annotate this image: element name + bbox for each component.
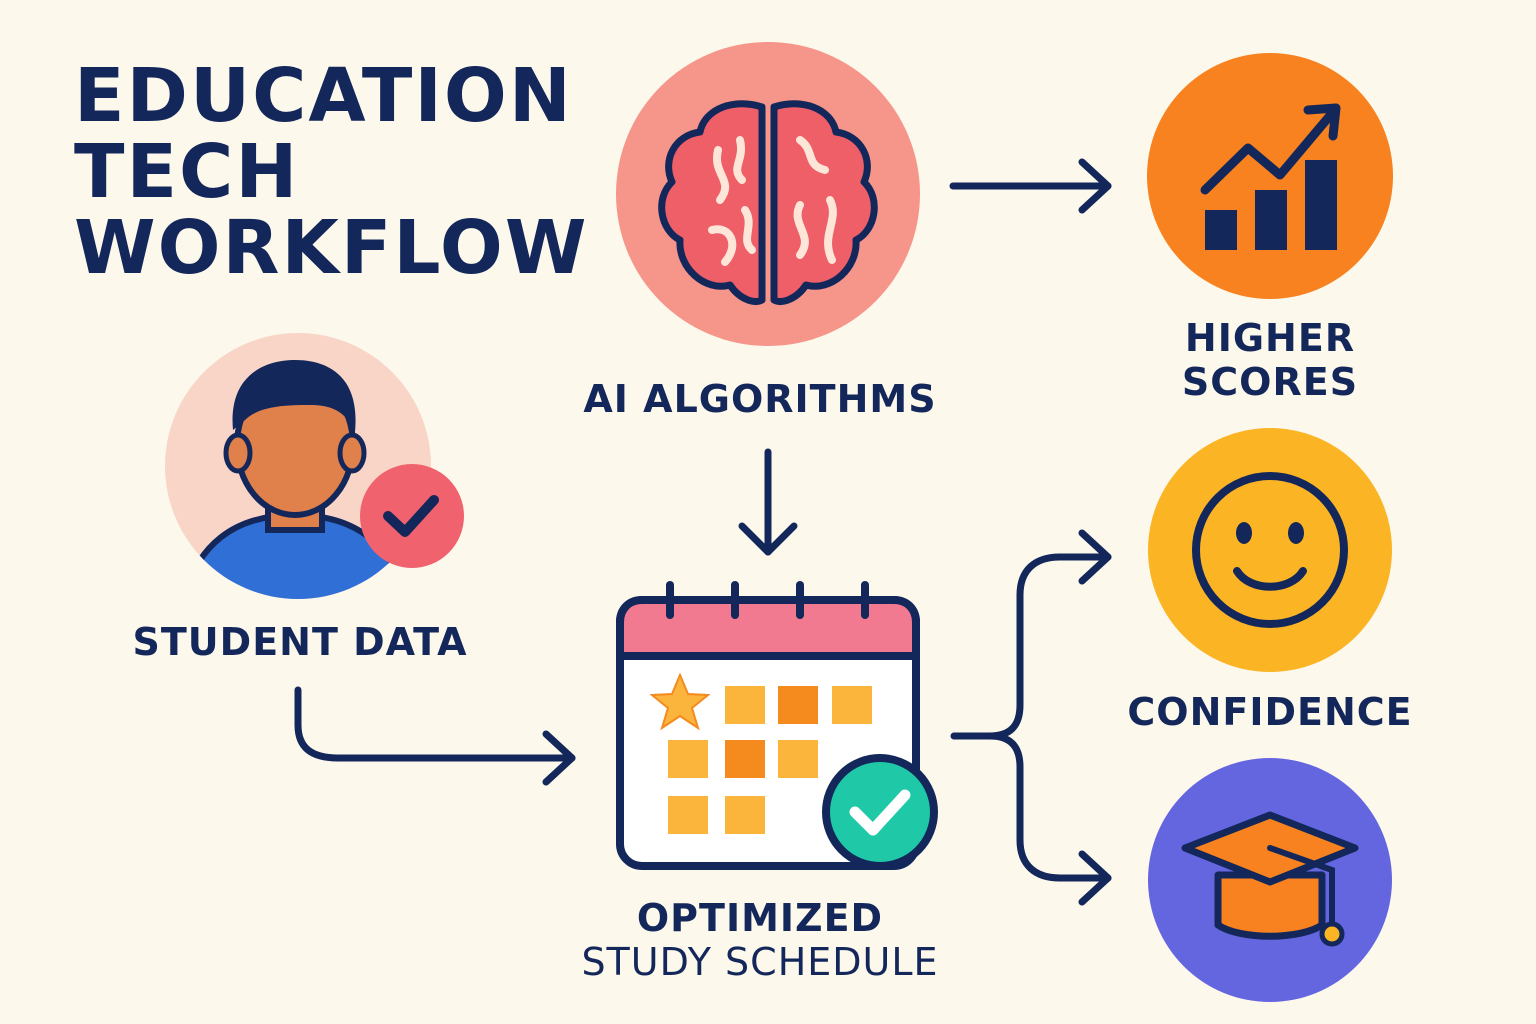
higher-scores-line-1: HIGHER [1184,316,1356,360]
verified-check-icon [360,464,464,568]
title-line-1: EDUCATION [74,53,573,139]
scores-circle [1147,53,1393,299]
student-data-label: STUDENT DATA [132,620,468,664]
arrow-schedule-branch [950,529,1112,906]
page-title: EDUCATION TECH WORKFLOW [74,58,588,286]
star-icon [649,672,711,731]
title-line-2: TECH [74,129,300,215]
rising-bar-chart-icon [1200,103,1341,250]
confidence-node [1148,428,1392,672]
confidence-label: CONFIDENCE [1127,690,1413,734]
higher-scores-line-2: SCORES [1181,360,1359,404]
ai-algorithms-label: AI ALGORITHMS [583,377,937,421]
arrow-ai-to-schedule [738,448,798,556]
higher-scores-node [1147,53,1393,299]
brain-icon [658,100,878,305]
arrow-ai-to-scores [949,158,1112,214]
higher-scores-label: HIGHER SCORES [1140,316,1400,404]
schedule-check-icon [822,754,938,870]
optimized-schedule-line-2: STUDY SCHEDULE [581,940,939,984]
graduation-cap-icon [1181,811,1359,947]
arrow-student-to-schedule [294,686,576,786]
calendar-icon [616,581,938,870]
optimized-schedule-line-1: OPTIMIZED [636,896,884,940]
student-node [165,333,464,599]
graduation-node [1148,758,1392,1002]
optimized-schedule-label: OPTIMIZED STUDY SCHEDULE [540,896,980,984]
title-line-3: WORKFLOW [74,205,589,291]
confidence-circle [1148,428,1392,672]
ai-node [616,42,920,346]
smiley-face-icon [1192,472,1348,628]
